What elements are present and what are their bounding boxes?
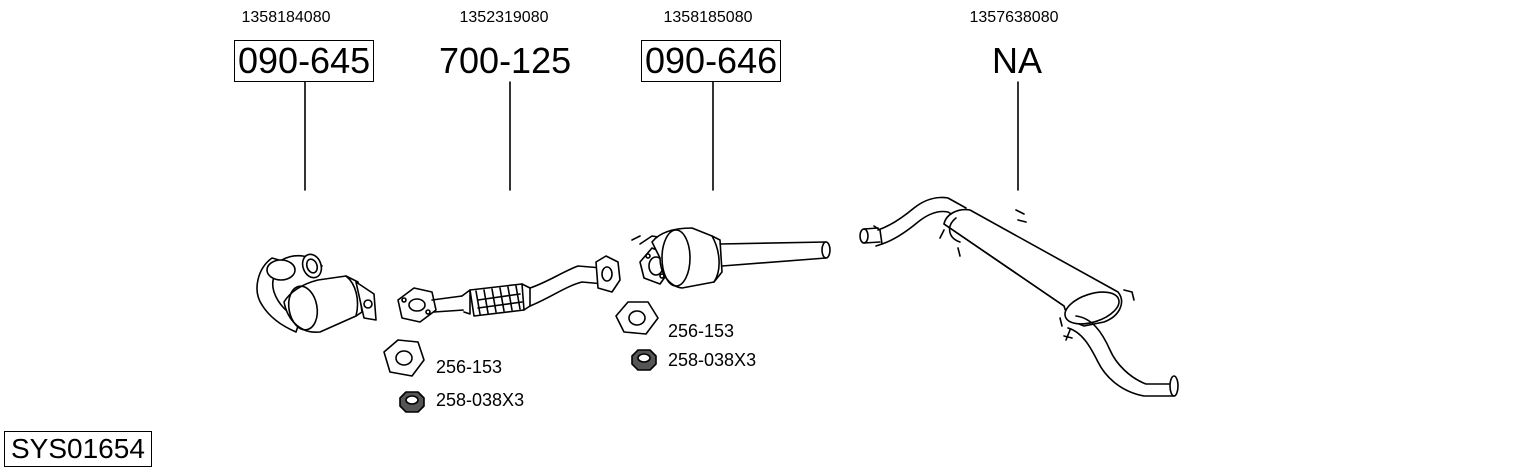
oem-number: 1358185080	[663, 9, 753, 26]
rear-silencer-drawing	[859, 196, 1179, 397]
nut-label[interactable]: 258-038X3	[668, 350, 757, 370]
nut-2-drawing	[631, 349, 657, 371]
oem-number: 1357638080	[969, 9, 1059, 26]
catalytic-converter-rear-drawing	[631, 227, 831, 289]
part-number[interactable]: 090-646	[641, 40, 782, 82]
gasket-2-drawing	[615, 301, 659, 335]
part-number[interactable]: 090-645	[234, 40, 375, 82]
flex-front-pipe-drawing	[397, 255, 621, 323]
part-number[interactable]: NA	[992, 40, 1043, 81]
nut-label[interactable]: 258-038X3	[436, 390, 525, 410]
system-code: SYS01654	[4, 431, 152, 467]
gasket-1-drawing	[383, 339, 425, 377]
part-number[interactable]: 700-125	[439, 40, 572, 81]
gasket-label[interactable]: 256-153	[668, 321, 735, 341]
gasket-label[interactable]: 256-153	[436, 357, 503, 377]
oem-number: 1358184080	[241, 9, 331, 26]
oem-number: 1352319080	[459, 9, 549, 26]
nut-1-drawing	[399, 391, 425, 413]
catalytic-converter-front-drawing	[256, 253, 377, 333]
